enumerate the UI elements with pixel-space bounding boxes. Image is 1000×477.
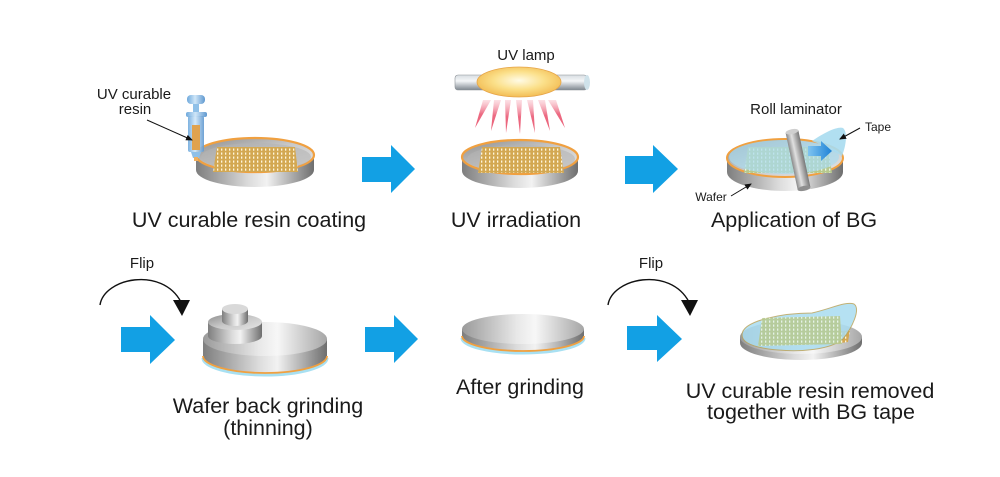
flip-label: Flip [130,255,154,272]
wafer-with-resin [460,138,580,188]
flow-arrow-icon [625,145,678,193]
wafer-leader-line [730,183,752,197]
flip-arrow-icon [99,278,190,316]
resin-callout-line1: UV curable [97,86,171,103]
chip-grid [213,147,298,172]
uv-ray [516,100,522,134]
step-bg-application: Roll laminator Tape Wafer Application of… [695,101,891,232]
step-label-back-grinding-line1: Wafer back grinding [173,394,363,418]
step-label-after-grinding: After grinding [456,375,584,399]
grinding-wheel-icon [208,304,262,344]
resin-leader-line [146,119,193,141]
thinned-wafer [460,314,586,355]
step-label-resin-removal-line2: together with BG tape [707,400,915,424]
uv-ray [527,100,535,133]
roller-icon [785,128,811,192]
step-label-bg-application: Application of BG [711,208,877,232]
step-uv-irradiation: UV lamp UV irradiation [451,47,590,232]
step-label-resin-coating: UV curable resin coating [132,208,366,232]
flip-arrow-icon [607,278,698,316]
wafer-with-tape [726,127,846,191]
uv-lamp-label: UV lamp [497,47,555,64]
step-after-grinding: After grinding [456,314,586,399]
wafer-label: Wafer [695,190,727,204]
flip-label: Flip [639,255,663,272]
step-label-resin-removal-line1: UV curable resin removed [686,379,935,403]
chip-grid [758,316,842,346]
flow-arrow-icon [365,315,418,363]
step-resin-coating: UV curable resin UV curable resin coatin… [97,86,366,232]
resin-callout-line2: resin [119,101,152,118]
step-back-grinding: Wafer back grinding (thinning) [173,304,363,440]
uv-lamp-icon [454,66,590,98]
syringe-icon [186,95,207,161]
wafer-with-resin [194,136,316,187]
uv-ray [548,100,565,128]
wafer-tape-peeling [740,302,862,360]
flow-arrow-icon [121,315,175,364]
uv-ray [538,100,550,131]
step-label-uv-irradiation: UV irradiation [451,208,581,232]
roll-laminator-label: Roll laminator [750,101,842,118]
uv-ray [491,100,501,131]
tape-leader-line [839,127,861,140]
uv-ray [505,100,511,133]
bg-tape-unrolled [812,127,846,156]
flow-arrow-icon [627,315,682,362]
uv-ray [475,100,491,128]
chip-grid [478,147,564,173]
step-label-back-grinding-line2: (thinning) [223,416,313,440]
uv-rays [475,100,565,134]
resin-fill [192,125,200,150]
step-resin-removal: UV curable resin removed together with B… [686,302,935,424]
tape-direction-arrow-icon [808,141,832,161]
flow-arrow-icon [362,145,415,193]
tape-label: Tape [865,120,891,134]
